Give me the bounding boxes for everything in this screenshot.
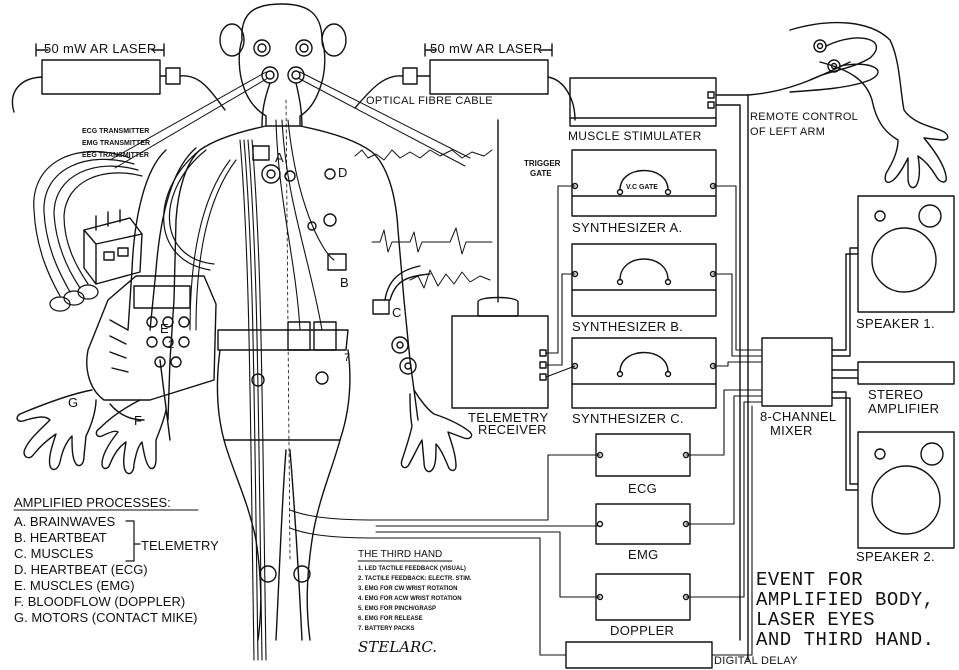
stereo-label: STEREO <box>868 388 923 401</box>
optical-cable-label: OPTICAL FIBRE CABLE <box>366 96 493 107</box>
ecg-transmitter-label: ECG TRANSMITTER <box>82 128 149 135</box>
amplified-processes-title: AMPLIFIED PROCESSES: <box>14 496 171 509</box>
telemetry-bracket <box>126 521 140 561</box>
signature: STELARC. <box>358 640 437 655</box>
amplifier-label: AMPLIFIER <box>868 402 939 415</box>
right-laser-label: 50 mW AR LASER <box>430 42 543 55</box>
label-g: G <box>68 396 78 409</box>
remote-control-label-2: OF LEFT ARM <box>750 127 825 138</box>
label-c: C <box>392 306 402 319</box>
synth-wiring <box>546 186 762 377</box>
receiver-label: RECEIVER <box>478 423 547 436</box>
event-title-line-3: LASER EYES <box>756 610 875 631</box>
vc-gate-label: V.C GATE <box>626 184 658 191</box>
ecg-label: ECG <box>628 482 657 495</box>
emg-transmitter-label: EMG TRANSMITTER <box>82 140 150 147</box>
third-hand-item-4: 4. EMG FOR ACW WRIST ROTATION <box>358 596 462 602</box>
third-hand-item-3: 3. EMG FOR CW WRIST ROTATION <box>358 586 457 592</box>
right-hand <box>401 390 471 472</box>
emg-label: EMG <box>628 548 659 561</box>
third-hand-title: THE THIRD HAND <box>358 550 442 560</box>
label-b: B <box>340 276 349 289</box>
telemetry-group-label: TELEMETRY <box>141 538 219 554</box>
laser-beams <box>110 72 470 168</box>
third-hand-item-2: 2. TACTILE FEEDBACK: ELECTR. STIM. <box>358 576 472 582</box>
label-e: E <box>160 322 169 335</box>
synthesizer-b <box>572 244 716 316</box>
trigger-label: TRIGGER <box>524 160 560 168</box>
label-7: 7 <box>344 353 350 364</box>
process-e: E. MUSCLES (EMG) <box>14 578 135 594</box>
third-hand-item-7: 7. BATTERY PACKS <box>358 626 414 632</box>
remote-control-label-1: REMOTE CONTROL <box>750 112 858 123</box>
doppler-label: DOPPLER <box>610 624 674 637</box>
remote-arm <box>790 23 948 188</box>
performer-head <box>220 4 346 126</box>
mixer-label-1: 8-CHANNEL <box>760 410 836 423</box>
eeg-transmitter-label: EEG TRANSMITTER <box>82 152 149 159</box>
process-a: A. BRAINWAVES <box>14 514 115 530</box>
process-c: C. MUSCLES <box>14 546 93 562</box>
mixer-label-2: MIXER <box>770 424 813 437</box>
label-a: A <box>275 151 284 164</box>
muscle-stimulator-label: MUSCLE STIMULATER <box>568 130 702 142</box>
process-b: B. HEARTBEAT <box>14 530 107 546</box>
speaker-1 <box>858 196 954 312</box>
speaker-2-label: SPEAKER 2. <box>856 550 935 563</box>
process-g: G. MOTORS (CONTACT MIKE) <box>14 610 197 626</box>
digital-delay <box>566 642 712 668</box>
synthesizer-c <box>572 338 716 408</box>
gate-label: GATE <box>530 170 552 178</box>
left-hands <box>17 390 166 474</box>
event-title-line-4: AND THIRD HAND. <box>756 630 935 651</box>
synthesizer-c-label: SYNTHESIZER C. <box>572 412 684 425</box>
digital-delay-label: DIGITAL DELAY <box>714 656 798 667</box>
third-hand-item-6: 6. EMG FOR RELEASE <box>358 616 423 622</box>
label-f: F <box>134 414 142 427</box>
doppler-module <box>596 574 690 620</box>
speaker-2 <box>858 432 954 548</box>
process-d: D. HEARTBEAT (ECG) <box>14 562 148 578</box>
synthesizer-a <box>572 150 716 216</box>
signal-traces <box>355 150 492 288</box>
synthesizer-b-label: SYNTHESIZER B. <box>572 320 683 333</box>
stereo-amplifier <box>858 362 954 384</box>
speaker-1-label: SPEAKER 1. <box>856 317 935 330</box>
synthesizer-a-label: SYNTHESIZER A. <box>572 221 682 234</box>
process-f: F. BLOODFLOW (DOPPLER) <box>14 594 185 610</box>
left-laser-label: 50 mW AR LASER <box>44 42 157 55</box>
label-2: 2 <box>168 340 174 351</box>
emg-module <box>596 504 690 544</box>
label-d: D <box>338 166 348 179</box>
ecg-module <box>596 434 690 476</box>
third-hand-item-5: 5. EMG FOR PINCH/GRASP <box>358 606 436 612</box>
mixer <box>762 248 858 490</box>
event-title-line-1: EVENT FOR <box>756 570 863 591</box>
third-hand-item-1: 1. LED TACTILE FEEDBACK (VISUAL) <box>358 566 466 572</box>
electrodes <box>252 146 430 582</box>
event-title-line-2: AMPLIFIED BODY, <box>756 590 935 611</box>
